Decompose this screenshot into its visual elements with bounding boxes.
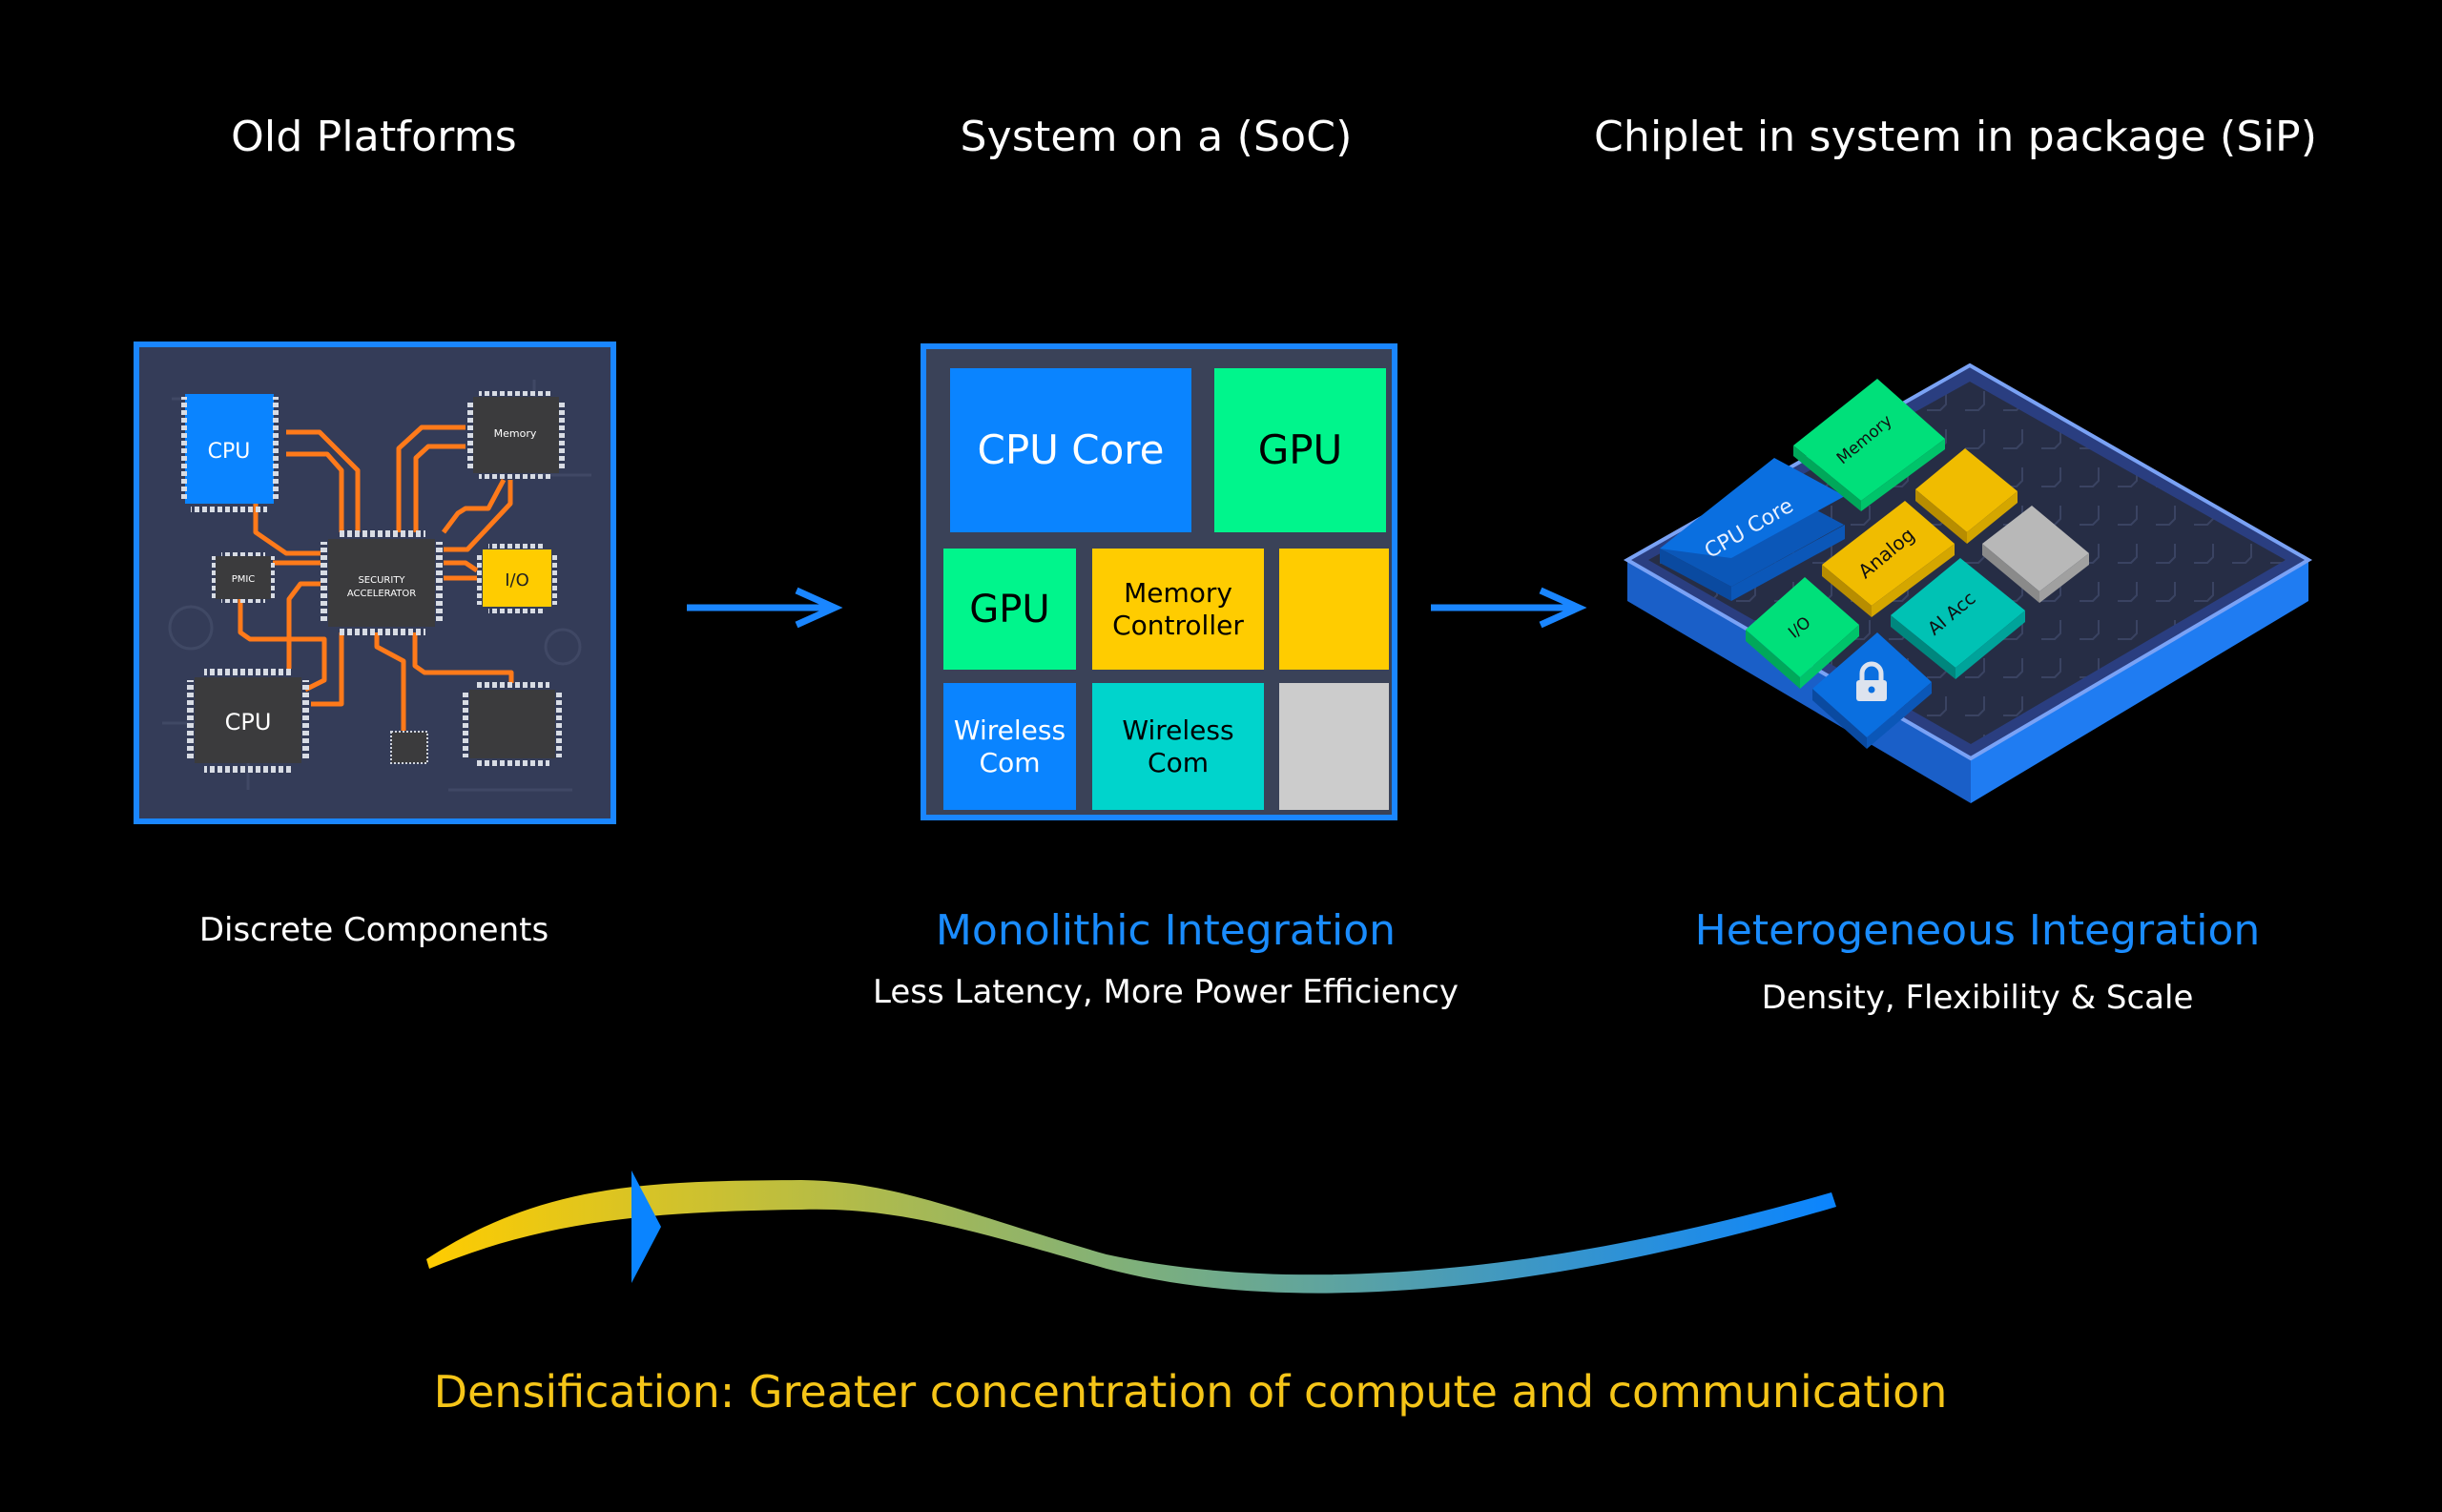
soc-title: System on a (SoC) xyxy=(960,113,1353,161)
soc-block-gray xyxy=(1279,683,1389,810)
heterogeneous-integration-caption: Heterogeneous Integration xyxy=(1694,906,2261,955)
chip-cpu-bottom-label: CPU xyxy=(225,709,272,735)
old-platforms-title: Old Platforms xyxy=(231,113,517,161)
soc-block-cpu-core: CPU Core xyxy=(950,368,1191,532)
flow-ribbon xyxy=(426,1180,1836,1294)
chip-pmic-label: PMIC xyxy=(232,574,256,585)
chip-io: I/O xyxy=(477,544,557,613)
chip-security-label: SECURITY xyxy=(358,575,405,586)
chip-cpu-top: CPU xyxy=(181,394,279,512)
sip-side-right xyxy=(1971,560,2308,803)
chip-unlabeled xyxy=(463,682,562,766)
soc-block-label: CPU Core xyxy=(977,425,1165,473)
chip-cpu-bottom: CPU xyxy=(187,669,309,773)
chip-pmic: PMIC xyxy=(212,552,275,603)
densification-flow xyxy=(426,1170,1836,1294)
soc-block-yellow xyxy=(1279,549,1389,670)
monolithic-subcaption: Less Latency, More Power Efficiency xyxy=(873,973,1459,1011)
chiplet-security xyxy=(1812,632,1932,749)
arrow-right-icon xyxy=(1431,587,1587,629)
orange-traces xyxy=(238,425,514,731)
sip-package: CPU Core Memory Analog I/O AI Acc xyxy=(1623,362,2312,803)
chiplet-io: I/O xyxy=(1746,577,1859,689)
heterogeneous-subcaption: Density, Flexibility & Scale xyxy=(1761,979,2194,1017)
soc-block-wireless-com-blue: Wireless Com xyxy=(943,683,1076,810)
monolithic-integration-caption: Monolithic Integration xyxy=(935,906,1397,955)
lock-icon xyxy=(1856,661,1887,701)
chiplet-memory: Memory xyxy=(1793,379,1945,511)
soc-block-wireless-com-teal: Wireless Com xyxy=(1092,683,1264,810)
soc-block-label: GPU xyxy=(1257,425,1343,473)
chip-memory: Memory xyxy=(467,391,565,479)
discrete-board: CPU Memory PMIC SECURITY ACCELERATOR I/O xyxy=(134,342,616,824)
sip-title: Chiplet in system in package (SiP) xyxy=(1593,113,2318,161)
chiplet-cpu-core: CPU Core xyxy=(1660,458,1845,601)
soc-block-memory-controller: Memory Controller xyxy=(1092,549,1264,670)
soc-die: CPU Core GPU GPU Memory Controller Wirel… xyxy=(921,343,1397,820)
soc-block-label: Wireless Com xyxy=(953,714,1066,778)
soc-block-label: Memory Controller xyxy=(1112,576,1244,641)
chip-security-accelerator: SECURITY ACCELERATOR xyxy=(321,530,443,635)
densification-caption: Densification: Greater concentration of … xyxy=(433,1366,1948,1418)
soc-block-gpu-large: GPU xyxy=(1214,368,1386,532)
chiplet-ai-acc: AI Acc xyxy=(1891,558,2025,679)
chip-memory-label: Memory xyxy=(494,427,537,440)
chip-accelerator-label: ACCELERATOR xyxy=(347,589,416,599)
chiplet-gray xyxy=(1982,506,2089,603)
chiplet-analog: Analog xyxy=(1822,501,1955,617)
flow-arrowhead-icon xyxy=(631,1170,661,1283)
chip-small xyxy=(390,731,428,764)
chip-cpu-top-label: CPU xyxy=(208,440,251,464)
arrow-right-icon xyxy=(687,587,843,629)
chiplet-yellow xyxy=(1915,448,2018,544)
soc-block-label: GPU xyxy=(969,587,1050,632)
chip-io-label: I/O xyxy=(505,570,529,590)
soc-block-gpu-small: GPU xyxy=(943,549,1076,670)
discrete-components-caption: Discrete Components xyxy=(198,911,549,949)
soc-block-label: Wireless Com xyxy=(1122,714,1234,778)
